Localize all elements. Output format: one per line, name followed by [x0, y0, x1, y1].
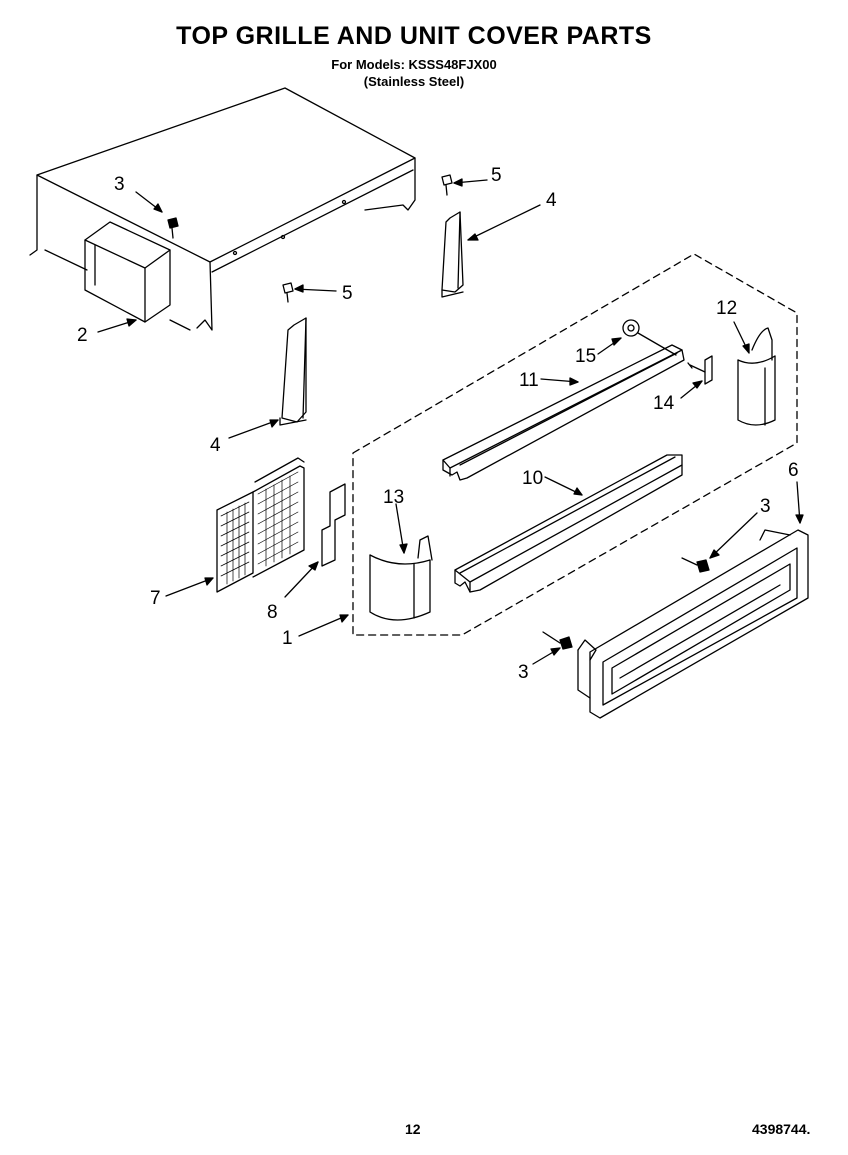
part-6-front-grille	[577, 529, 809, 719]
callout-4-upper: 4	[546, 190, 557, 211]
callout-2: 2	[77, 325, 88, 346]
part-13-end-cap	[369, 535, 433, 621]
callout-labels: 3 2 5 4 5 4 12 15 11 14 10 6 3 13 7 8 1 …	[77, 165, 799, 683]
part-15-nut	[622, 319, 677, 356]
finish-line: (Stainless Steel)	[363, 74, 465, 89]
part-11-upper-channel	[442, 344, 685, 481]
callout-3-left: 3	[518, 662, 529, 683]
callout-10: 10	[522, 468, 543, 489]
callout-4-lower: 4	[210, 435, 221, 456]
part-7-grille-filter	[216, 457, 305, 593]
part-4-bracket-upper	[441, 211, 464, 298]
callout-1: 1	[282, 628, 293, 649]
callout-14: 14	[653, 393, 675, 414]
part-4-bracket-lower	[279, 317, 307, 426]
part-5-screw-upper	[441, 174, 453, 196]
document-number: 4398744.	[752, 1121, 811, 1137]
part-10-lower-channel	[454, 454, 683, 593]
part-14-screw	[687, 355, 713, 385]
part-3-screw-left	[542, 631, 573, 650]
part-8-clip	[321, 483, 346, 567]
callout-8: 8	[267, 602, 278, 623]
page-number: 12	[405, 1121, 421, 1137]
part-12-end-cap	[737, 327, 776, 426]
callout-3-right: 3	[760, 496, 771, 517]
unit-cover-drawing	[29, 87, 416, 331]
callout-12: 12	[716, 298, 737, 319]
callout-6: 6	[788, 460, 799, 481]
callout-7: 7	[150, 588, 161, 609]
page-title: TOP GRILLE AND UNIT COVER PARTS	[176, 22, 652, 50]
callout-5-lower: 5	[342, 283, 353, 304]
callout-13: 13	[383, 487, 404, 508]
part-3-screw-top	[167, 217, 179, 239]
callout-3-top: 3	[114, 174, 125, 195]
models-line: For Models: KSSS48FJX00	[331, 57, 497, 72]
callout-5-upper: 5	[491, 165, 502, 186]
part-1-grille-assembly-outline	[352, 253, 798, 636]
callout-leaders	[97, 178, 804, 665]
part-3-screw-right	[681, 557, 710, 573]
callout-15: 15	[575, 346, 596, 367]
part-2-control-box	[84, 221, 171, 323]
part-5-screw-lower	[282, 282, 294, 303]
callout-11: 11	[519, 370, 539, 391]
